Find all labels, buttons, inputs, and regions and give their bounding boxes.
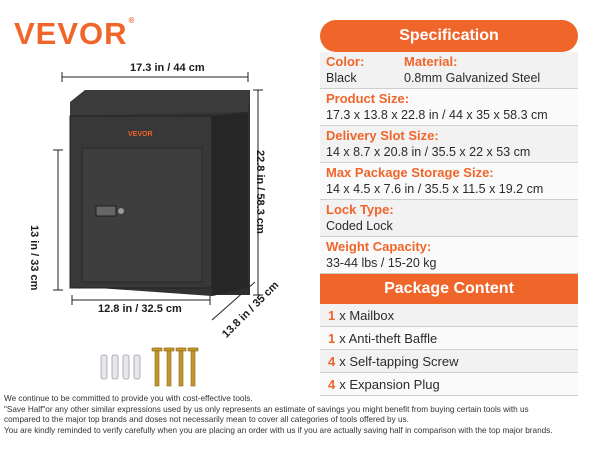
- disclaimer-text: We continue to be committed to provide y…: [4, 394, 553, 435]
- spec-row: Lock Type: Coded Lock: [320, 200, 578, 237]
- dim-bottom-width: 12.8 in / 32.5 cm: [98, 303, 182, 315]
- spec-row: Product Size: 17.3 x 13.8 x 22.8 in / 44…: [320, 89, 578, 126]
- product-illustration: VEVOR 17.3 in / 44 cm 22.8 in / 58.3 cm …: [0, 50, 310, 380]
- spec-color-label: Color:: [326, 54, 365, 69]
- brand-logo: VEVOR®: [14, 16, 136, 51]
- spec-row: Delivery Slot Size: 14 x 8.7 x 20.8 in /…: [320, 126, 578, 163]
- spec-material-value: 0.8mm Galvanized Steel: [404, 71, 541, 85]
- accessories-image: [95, 345, 205, 390]
- package-content-title: Package Content: [320, 274, 578, 304]
- dim-door-height: 13 in / 33 cm: [28, 225, 40, 291]
- spec-material-label: Material:: [404, 54, 458, 69]
- product-badge: VEVOR: [128, 131, 153, 138]
- dim-width: 17.3 in / 44 cm: [130, 62, 205, 74]
- specification-title: Specification: [320, 20, 578, 52]
- spec-row: Max Package Storage Size: 14 x 4.5 x 7.6…: [320, 163, 578, 200]
- spec-color-value: Black: [326, 71, 357, 85]
- dim-height: 22.8 in / 58.3 cm: [254, 150, 266, 234]
- spec-row: Weight Capacity: 33-44 lbs / 15-20 kg: [320, 237, 578, 274]
- spec-row-color-material: Color: Black Material: 0.8mm Galvanized …: [320, 52, 578, 89]
- mailbox-image: VEVOR: [53, 72, 263, 321]
- specification-panel: Specification Color: Black Material: 0.8…: [320, 20, 578, 396]
